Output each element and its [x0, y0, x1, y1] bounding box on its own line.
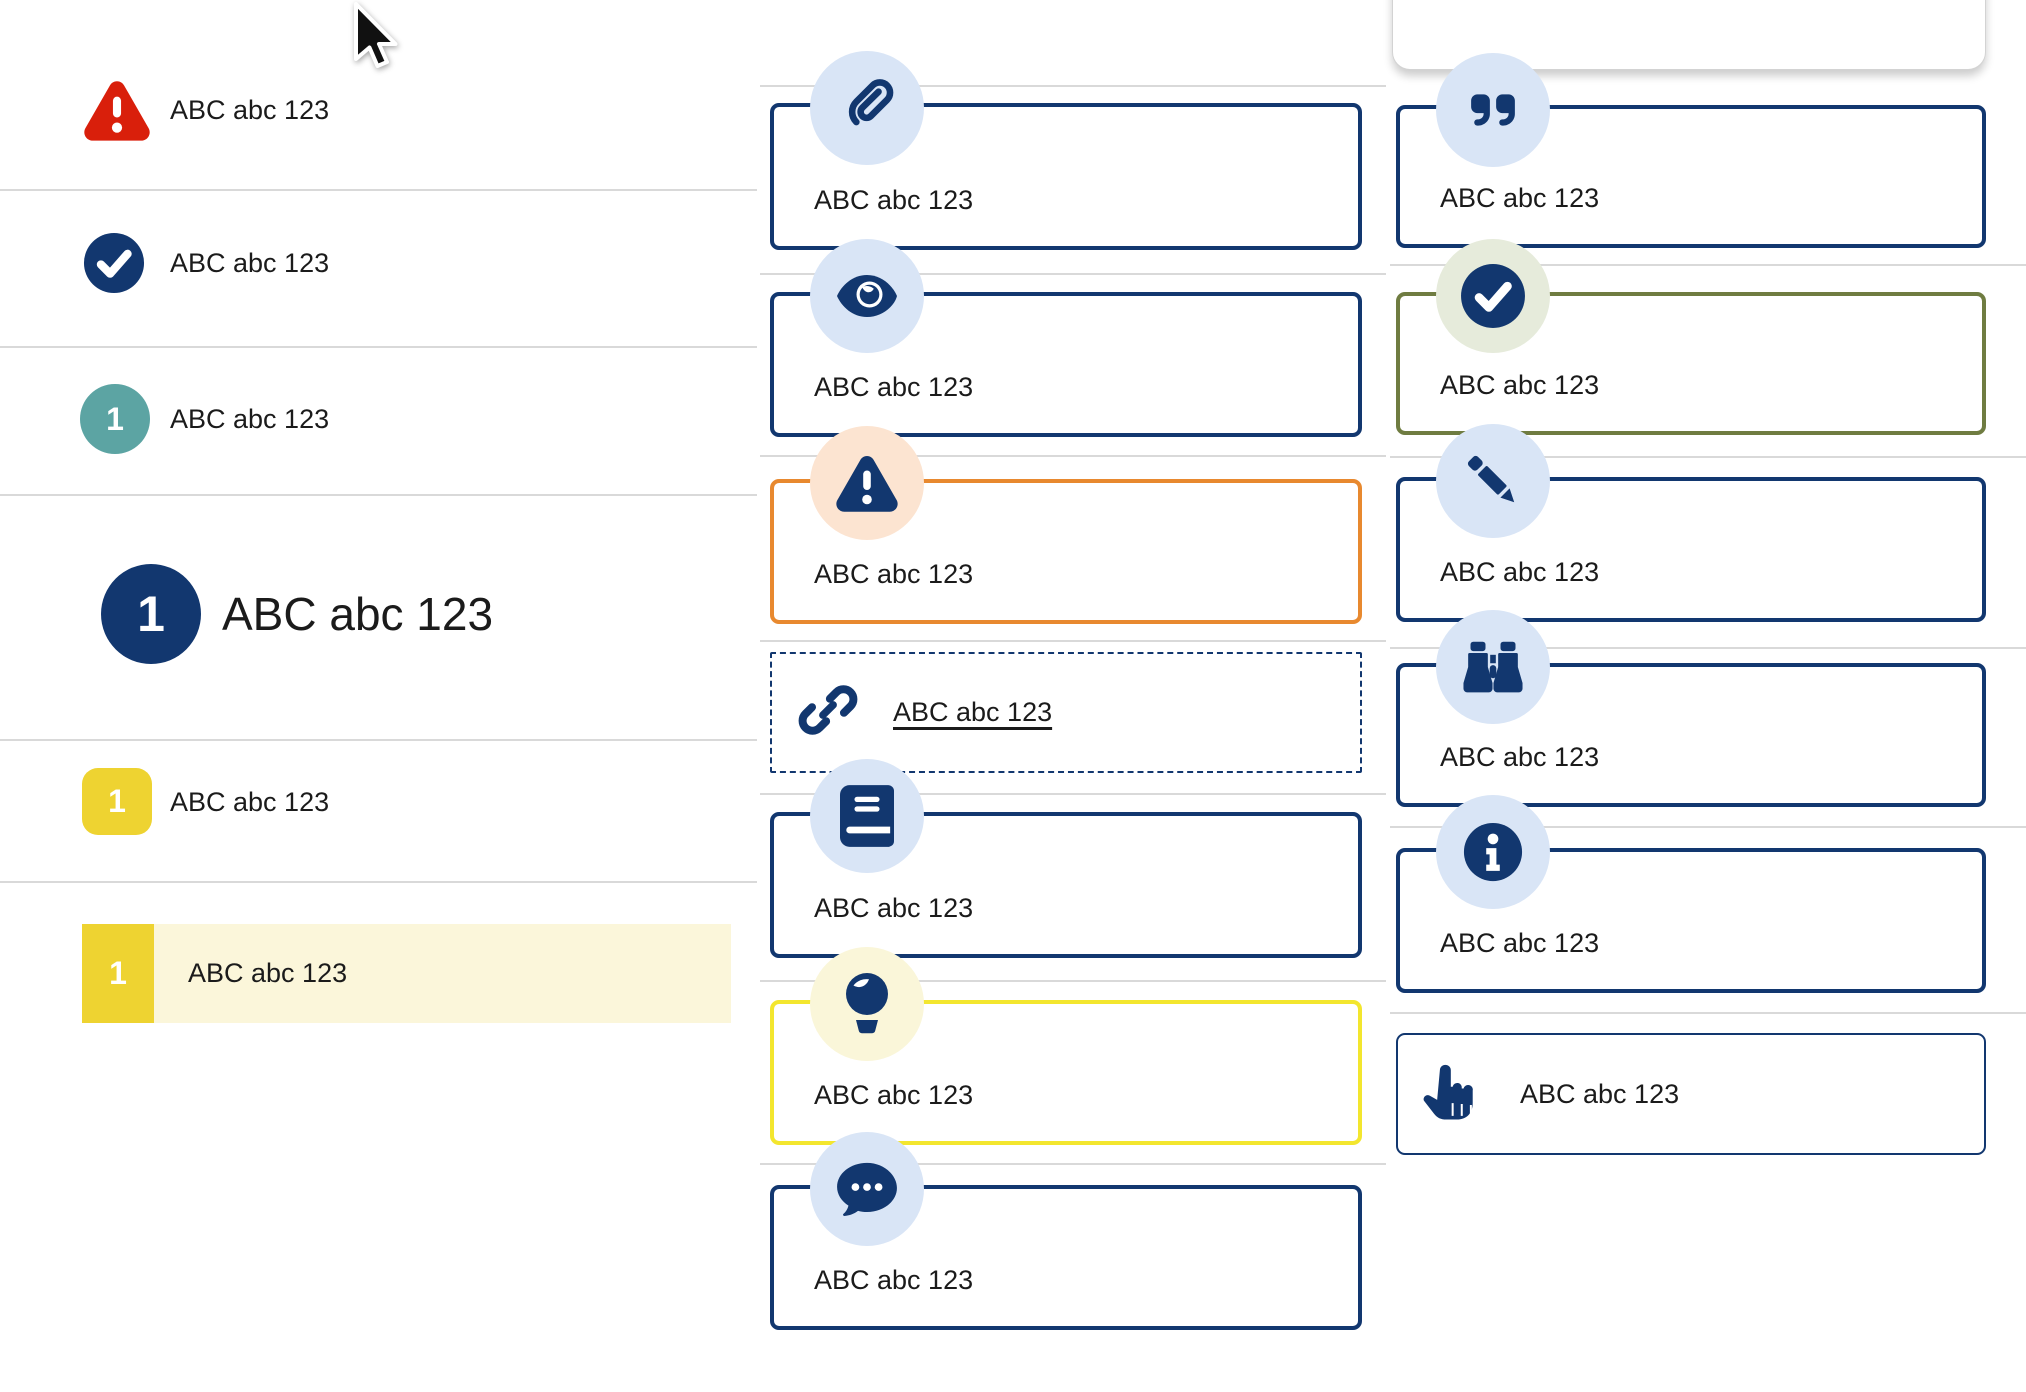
card-label: ABC abc 123 [814, 559, 974, 589]
lightbulb-icon [810, 947, 924, 1061]
teal-number-badge: 1 [80, 384, 150, 454]
heading-label: ABC abc 123 [222, 588, 494, 640]
warning-icon [810, 426, 924, 540]
divider [760, 1163, 1386, 1165]
card-label: ABC abc 123 [1440, 928, 1600, 958]
yellow-number-badge: 1 [82, 768, 152, 835]
callout-card-attachment[interactable] [770, 103, 1362, 250]
divider [760, 640, 1386, 642]
card-label: ABC abc 123 [1520, 1079, 1680, 1109]
alert-triangle-icon [81, 78, 153, 142]
card-label: ABC abc 123 [1440, 370, 1600, 400]
card-label: ABC abc 123 [814, 1265, 974, 1295]
list-item-label: ABC abc 123 [170, 248, 330, 278]
eye-icon [810, 239, 924, 353]
callout-card-link[interactable] [770, 652, 1362, 773]
binoculars-icon [1436, 610, 1550, 724]
divider [0, 739, 757, 741]
info-icon [1436, 795, 1550, 909]
check-circle-icon [1436, 239, 1550, 353]
quote-icon [1436, 53, 1550, 167]
divider [760, 455, 1386, 457]
list-item-label: ABC abc 123 [170, 95, 330, 125]
card-label: ABC abc 123 [1440, 557, 1600, 587]
mouse-cursor [352, 2, 402, 72]
chat-icon [810, 1132, 924, 1246]
divider [0, 881, 757, 883]
yellow-number-badge: 1 [82, 924, 154, 1023]
divider [760, 85, 1386, 87]
card-label: ABC abc 123 [814, 1080, 974, 1110]
book-icon [810, 759, 924, 873]
card-link[interactable]: ABC abc 123 [893, 697, 1053, 727]
divider [1390, 647, 2026, 649]
blue-number-badge-large: 1 [101, 564, 201, 664]
divider [760, 980, 1386, 982]
list-item-label: ABC abc 123 [170, 787, 330, 817]
card-label: ABC abc 123 [814, 185, 974, 215]
hand-pointer-icon [1418, 1060, 1480, 1128]
divider [0, 494, 757, 496]
callout-card-action[interactable] [1396, 1033, 1986, 1155]
divider [1390, 456, 2026, 458]
divider [760, 793, 1386, 795]
pencil-icon [1436, 424, 1550, 538]
card-label: ABC abc 123 [814, 893, 974, 923]
list-item-label: ABC abc 123 [188, 958, 348, 988]
divider [0, 346, 757, 348]
divider [1390, 264, 2026, 266]
link-icon [797, 680, 859, 740]
divider [760, 273, 1386, 275]
card-label: ABC abc 123 [814, 372, 974, 402]
card-label: ABC abc 123 [1440, 183, 1600, 213]
divider [1390, 1012, 2026, 1014]
card-label: ABC abc 123 [1440, 742, 1600, 772]
check-circle-icon [83, 232, 145, 294]
paperclip-icon [810, 51, 924, 165]
row-highlight [82, 924, 731, 1023]
divider [1390, 826, 2026, 828]
divider [0, 189, 757, 191]
list-item-label: ABC abc 123 [170, 404, 330, 434]
